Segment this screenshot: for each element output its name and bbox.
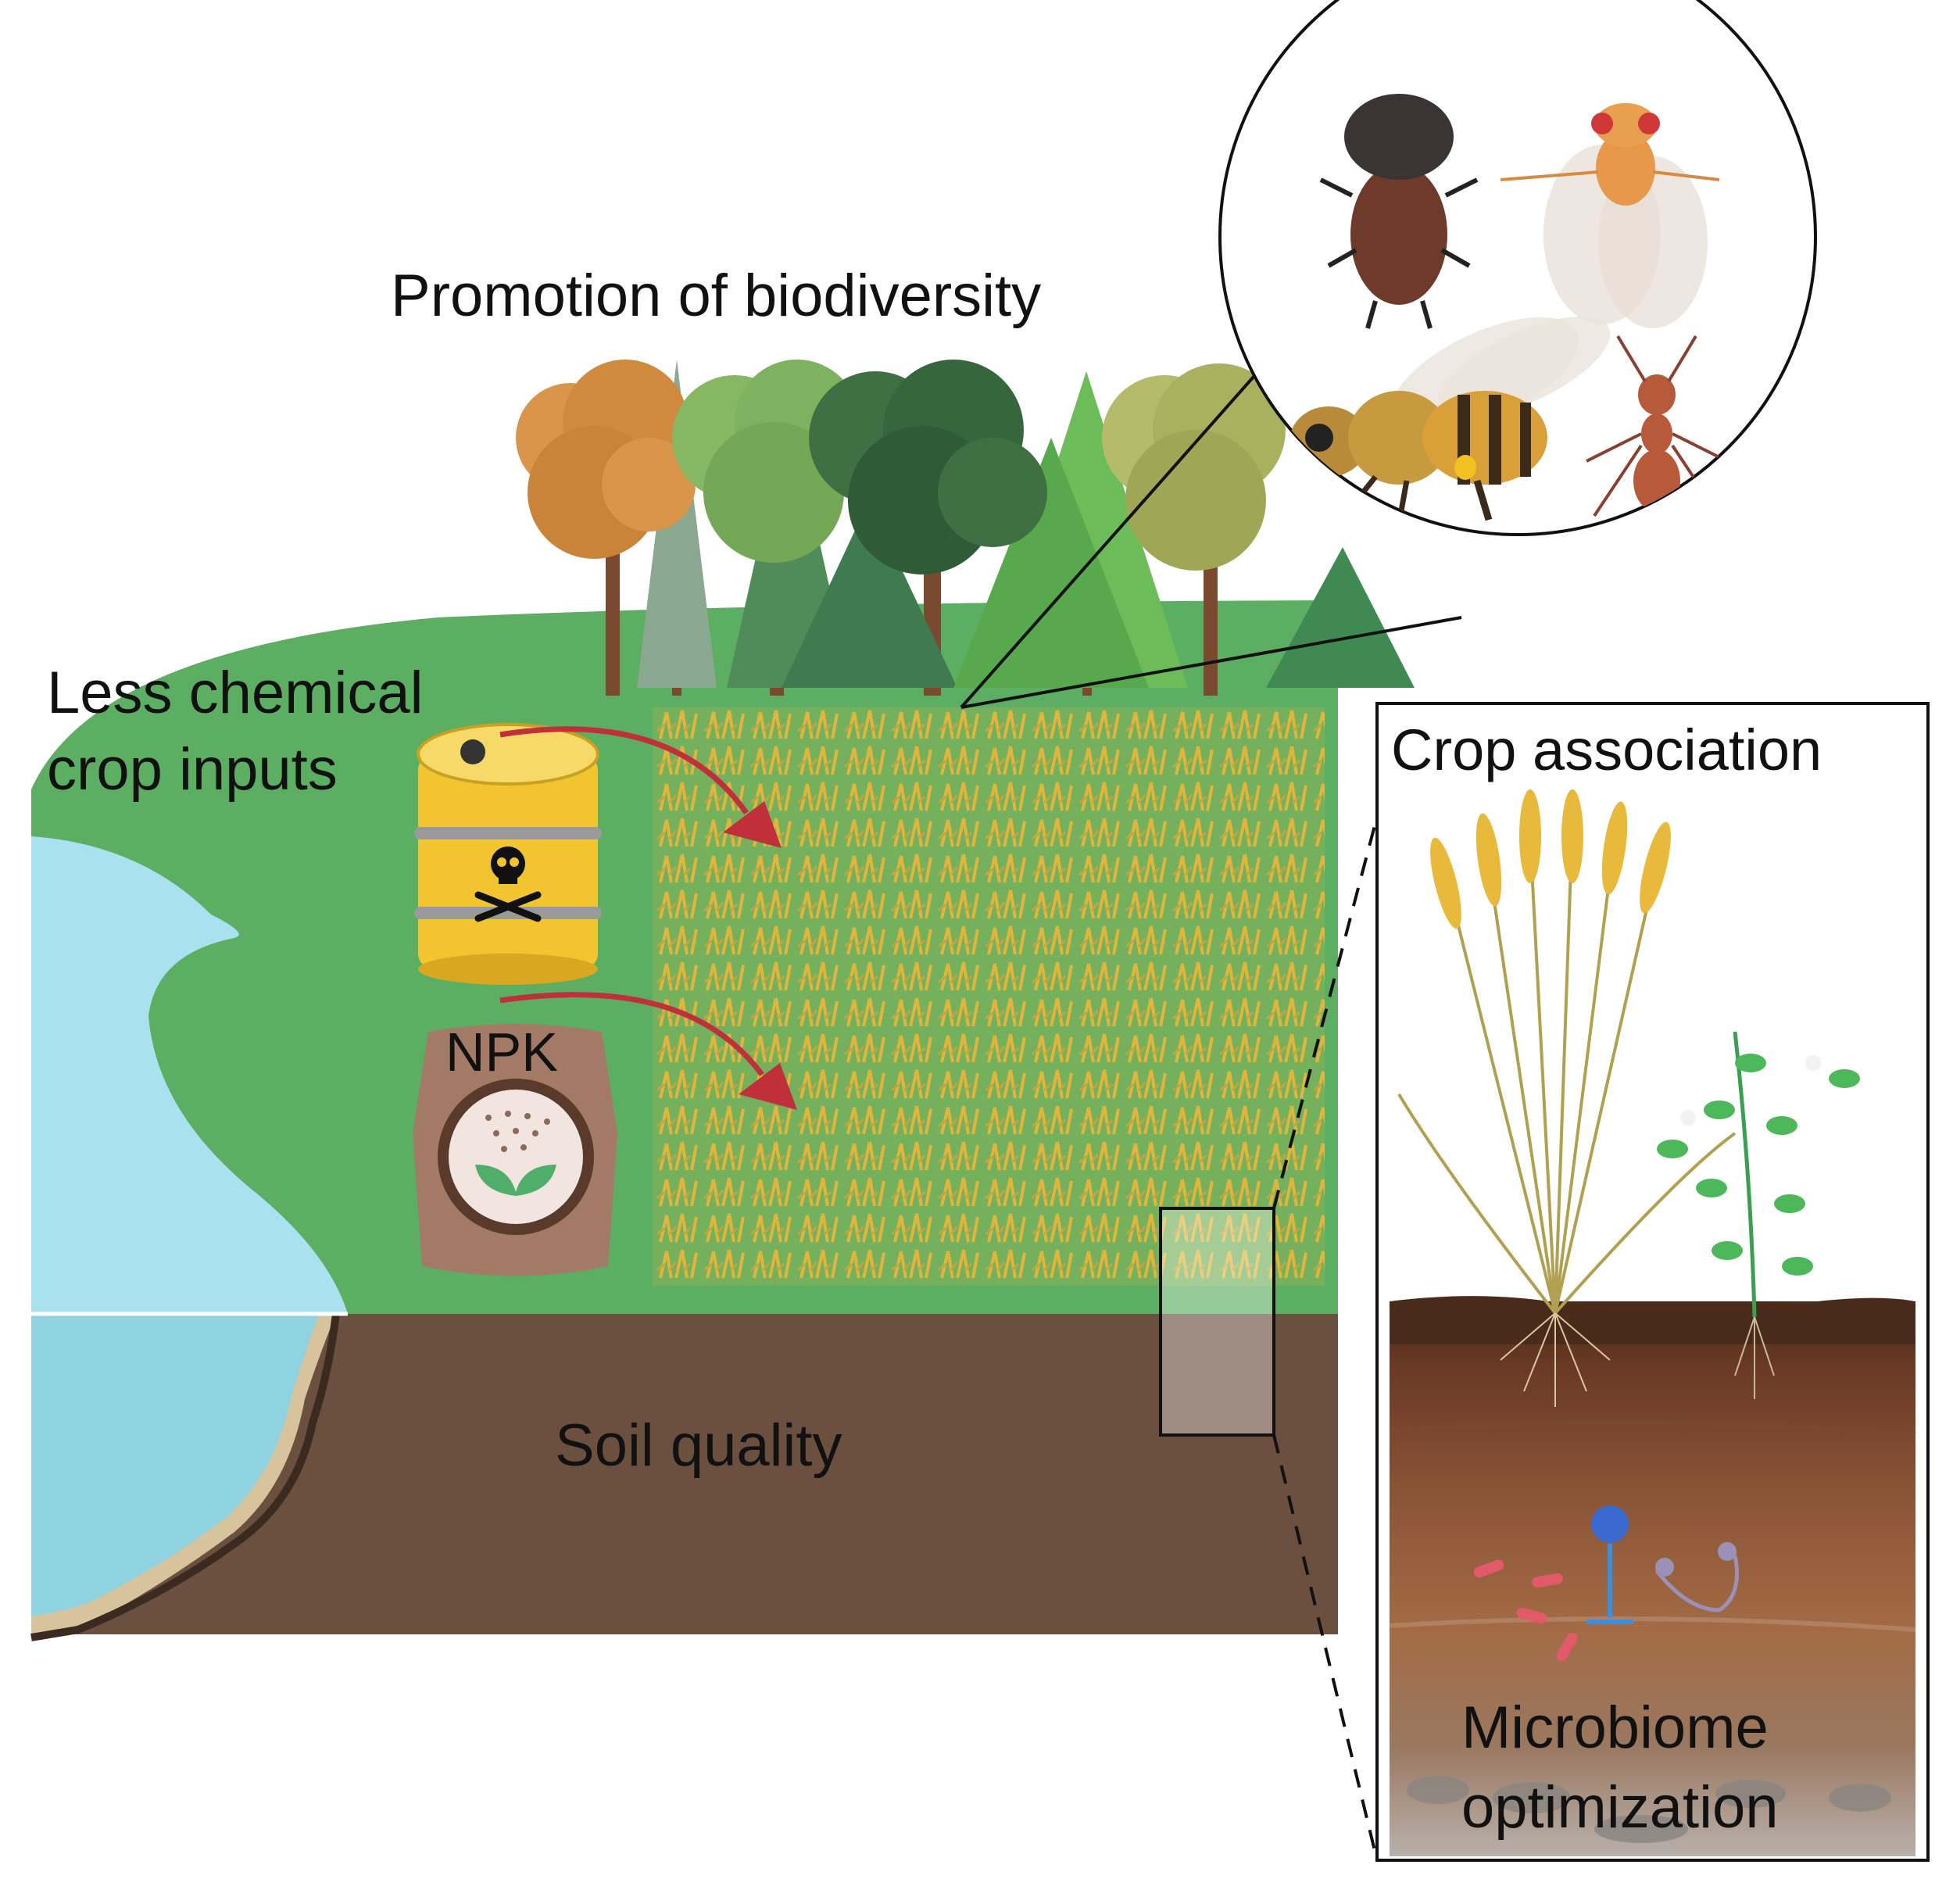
olive-tree bbox=[1102, 363, 1286, 571]
chemical-inputs-label-line1: Less chemical bbox=[47, 660, 424, 726]
npk-fertilizer-bag bbox=[413, 1024, 617, 1276]
sprout-icon bbox=[475, 1165, 556, 1196]
crop-association-panel bbox=[1375, 702, 1930, 1862]
orange-tree bbox=[516, 360, 696, 559]
biodiversity-label: Promotion of biodiversity bbox=[391, 263, 1041, 329]
soil-quality-label: Soil quality bbox=[555, 1412, 842, 1479]
fly-icon bbox=[1500, 103, 1720, 328]
input-arrows bbox=[499, 726, 797, 1110]
wheat-plant bbox=[1397, 789, 1737, 1407]
npk-label: NPK bbox=[445, 1022, 558, 1083]
skull-crossbones-icon bbox=[474, 846, 542, 922]
microbiome-label-line1: Microbiome bbox=[1461, 1695, 1769, 1761]
bee-icon bbox=[1289, 316, 1611, 524]
microbiome-label-line2: optimization bbox=[1461, 1774, 1779, 1841]
beetle-icon bbox=[1319, 94, 1479, 329]
microbes bbox=[1473, 1505, 1739, 1662]
river bbox=[31, 836, 348, 1314]
ant-icon bbox=[1586, 335, 1728, 517]
chemical-barrel bbox=[414, 723, 602, 985]
pea-plant bbox=[1657, 1031, 1860, 1399]
chemical-inputs-label-line2: crop inputs bbox=[47, 736, 338, 803]
lake bbox=[31, 1314, 319, 1616]
zoom-marker bbox=[1159, 1207, 1275, 1437]
lightgreen-tree bbox=[672, 360, 860, 563]
crop-association-label: Crop association bbox=[1391, 718, 1822, 782]
forest bbox=[516, 360, 1415, 696]
darkgreen-tree bbox=[809, 360, 1047, 574]
shore-shadow bbox=[30, 1313, 340, 1641]
